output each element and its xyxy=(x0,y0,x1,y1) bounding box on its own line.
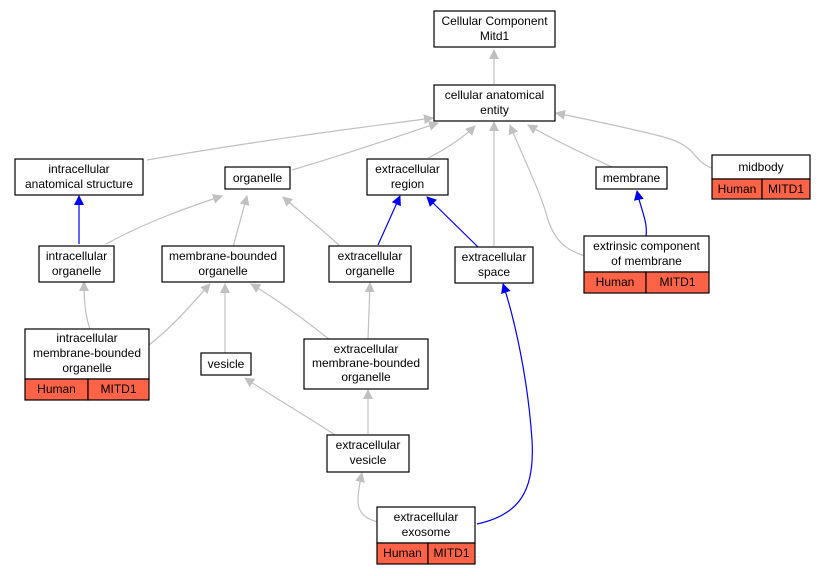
node-extrinsic-component-of-membrane[interactable]: extrinsic component of membrane Human MI… xyxy=(583,235,710,294)
node-line: space xyxy=(478,265,510,279)
node-line: extracellular xyxy=(336,438,401,452)
node-line: exosome xyxy=(402,525,451,539)
annotation-gene-cell xyxy=(645,271,710,294)
node-line: organelle xyxy=(341,370,391,384)
edge-membrane-to-entity xyxy=(527,124,613,168)
node-extracellular-region[interactable]: extracellular region xyxy=(366,158,449,196)
edge-intracellular-mbo-to-intracellular-organelle xyxy=(79,281,91,330)
node-line: Cellular Component xyxy=(441,14,548,28)
annotation-gene-cell xyxy=(87,378,150,401)
annotation-species: Human xyxy=(596,275,635,289)
node-line: intracellular xyxy=(56,331,117,345)
node-intracellular-membrane-bounded-organelle[interactable]: intracellular membrane-bounded organelle… xyxy=(24,328,150,401)
node-midbody[interactable]: midbody Human MITD1 xyxy=(711,154,811,200)
node-line: vesicle xyxy=(208,357,245,371)
node-line: membrane-bounded xyxy=(312,356,420,370)
node-line: organelle xyxy=(345,264,395,278)
edge-extracellular-space-to-extracellular-region xyxy=(426,196,479,248)
node-line: entity xyxy=(480,103,509,117)
node-line: extracellular xyxy=(334,342,399,356)
edge-intracellular-mbo-to-mbo xyxy=(148,283,211,346)
annotation-gene: MITD1 xyxy=(660,275,696,289)
annotation-gene-cell xyxy=(427,542,476,565)
node-membrane-bounded-organelle[interactable]: membrane-bounded organelle xyxy=(161,245,285,283)
node-organelle[interactable]: organelle xyxy=(224,166,291,190)
annotation-gene-cell xyxy=(761,178,811,200)
node-line: of membrane xyxy=(611,254,682,268)
edge-organelle-to-entity xyxy=(291,120,439,171)
annotation-species: Human xyxy=(37,382,76,396)
node-line: extracellular xyxy=(462,250,527,264)
node-line: extracellular xyxy=(338,249,403,263)
edge-intracellular-anatomical-structure-to-entity xyxy=(146,114,434,161)
node-line: cellular anatomical xyxy=(445,88,544,102)
node-line: region xyxy=(391,177,424,191)
edge-intracellular-organelle-to-organelle xyxy=(105,194,223,245)
edge-extrinsic-component-to-entity xyxy=(508,124,586,257)
annotation-gene: MITD1 xyxy=(434,546,470,560)
node-line: extracellular xyxy=(394,510,459,524)
node-line: organelle xyxy=(52,264,102,278)
node-membrane[interactable]: membrane xyxy=(595,166,668,190)
nodes: Cellular Component Mitd1 cellular anatom… xyxy=(14,10,811,565)
edge-extracellular-exosome-to-extracellular-space xyxy=(476,283,533,525)
node-line: intracellular xyxy=(48,162,109,176)
node-extracellular-membrane-bounded-organelle[interactable]: extracellular membrane-bounded organelle xyxy=(303,338,429,390)
edge-extracellular-vesicle-to-vesicle xyxy=(244,377,336,436)
node-line: vesicle xyxy=(350,453,387,467)
edge-extracellular-exosome-to-extracellular-vesicle xyxy=(355,472,379,523)
edge-extracellular-organelle-to-organelle xyxy=(282,196,340,246)
edge-extracellular-mbo-to-extracellular-organelle xyxy=(364,282,375,340)
node-line: organelle xyxy=(198,264,248,278)
edge-extracellular-mbo-to-mbo xyxy=(250,283,331,341)
node-line: extrinsic component xyxy=(593,239,700,253)
annotation-species: Human xyxy=(718,182,757,196)
node-intracellular-organelle[interactable]: intracellular organelle xyxy=(38,245,115,283)
node-vesicle[interactable]: vesicle xyxy=(200,352,252,376)
edge-extracellular-organelle-to-extracellular-region xyxy=(377,195,401,246)
edges xyxy=(74,49,713,525)
annotation-gene: MITD1 xyxy=(768,182,804,196)
node-line: midbody xyxy=(738,160,783,174)
node-intracellular-anatomical-structure[interactable]: intracellular anatomical structure xyxy=(14,158,144,196)
node-cellular-component[interactable]: Cellular Component Mitd1 xyxy=(433,10,556,48)
annotation-species: Human xyxy=(383,546,422,560)
node-extracellular-space[interactable]: extracellular space xyxy=(454,246,534,284)
node-line: anatomical structure xyxy=(25,177,133,191)
node-line: Mitd1 xyxy=(480,29,510,43)
node-line: intracellular xyxy=(46,249,107,263)
node-line: extracellular xyxy=(375,162,440,176)
edge-membrane-bounded-organelle-to-organelle xyxy=(232,195,250,248)
node-cellular-anatomical-entity[interactable]: cellular anatomical entity xyxy=(433,84,556,122)
edge-extrinsic-component-to-membrane xyxy=(633,190,647,237)
node-line: membrane-bounded xyxy=(33,346,141,360)
node-extracellular-exosome[interactable]: extracellular exosome Human MITD1 xyxy=(376,506,476,565)
node-line: organelle xyxy=(233,171,283,185)
node-line: organelle xyxy=(62,361,112,375)
node-line: membrane-bounded xyxy=(169,249,277,263)
node-extracellular-vesicle[interactable]: extracellular vesicle xyxy=(326,434,410,473)
node-line: membrane xyxy=(603,171,661,185)
edge-midbody-to-entity xyxy=(555,109,713,169)
annotation-gene: MITD1 xyxy=(101,382,137,396)
edge-extracellular-region-to-entity xyxy=(427,125,476,159)
node-extracellular-organelle[interactable]: extracellular organelle xyxy=(328,245,412,283)
